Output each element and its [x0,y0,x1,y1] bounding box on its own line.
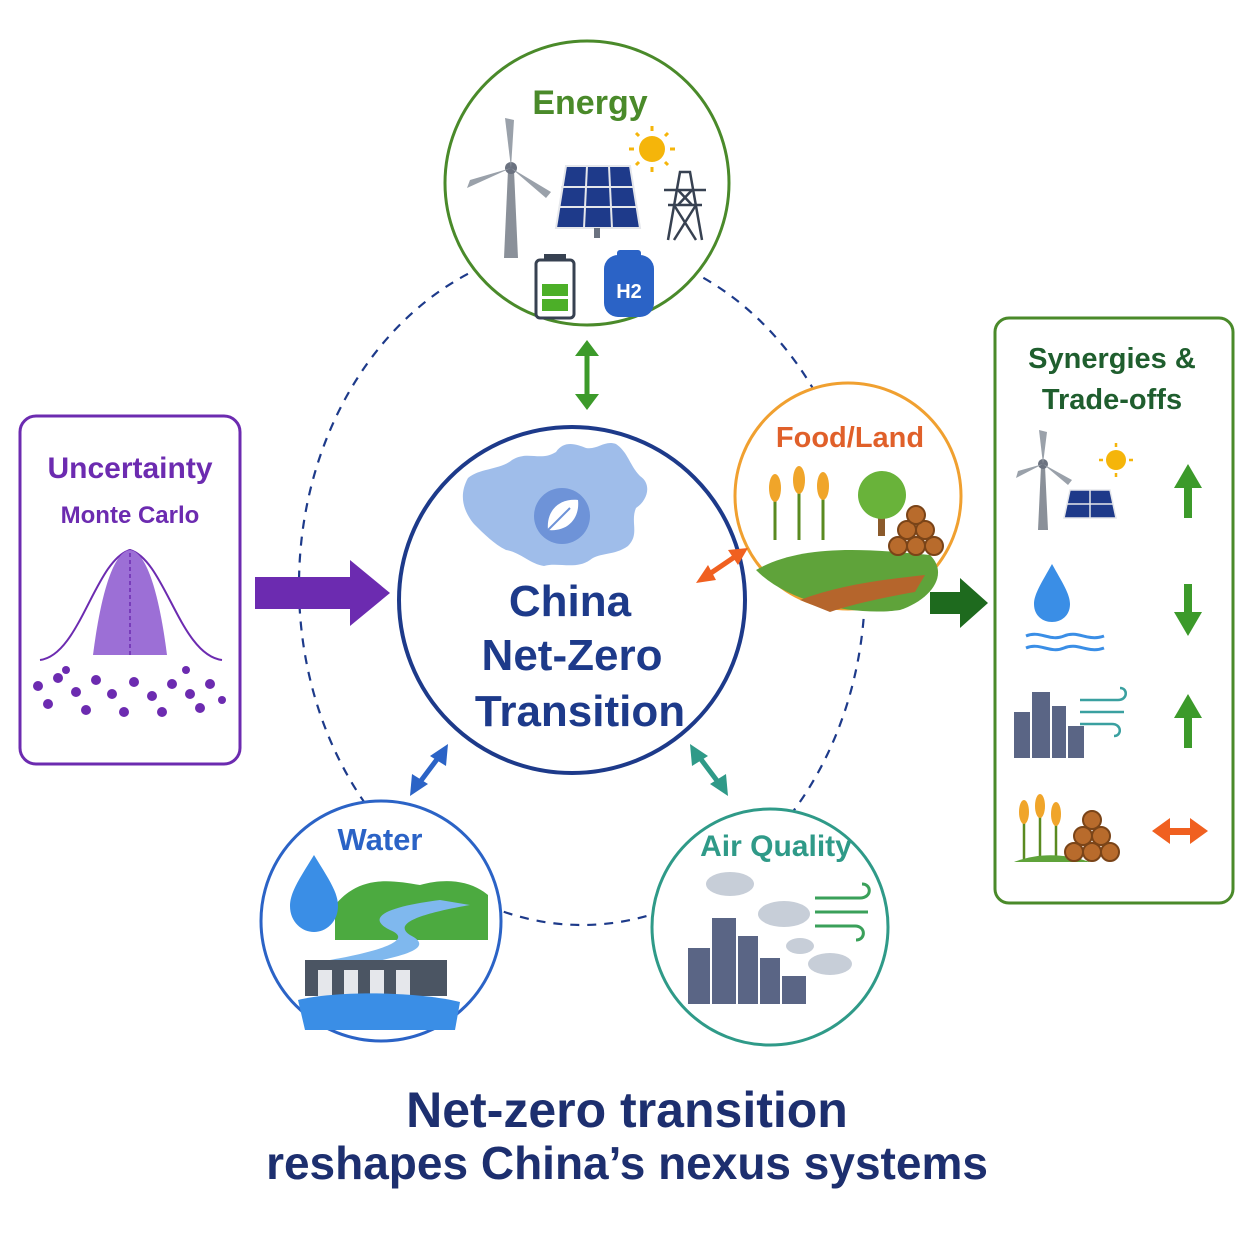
dam-icon [298,960,460,1030]
decrease-arrow-icon [1174,584,1202,636]
energy-link-arrow [575,340,599,410]
caption-line1: Net-zero transition [406,1082,848,1138]
caption-line2: reshapes China’s nexus systems [266,1137,988,1189]
farmland-icon [756,550,939,612]
water-label: Water [338,822,423,857]
air-link-arrow [690,744,728,796]
transmission-tower-icon [664,170,706,241]
center-title-line3: Transition [475,687,685,736]
water-link-arrow [410,744,448,796]
uncertainty-title: Uncertainty [47,452,212,485]
logs-icon [888,505,944,556]
caption: Net-zero transition reshapes China’s nex… [0,1082,1254,1190]
synergies-title-line1: Synergies & [1028,343,1196,375]
synergy-food-land-icon [1014,794,1120,862]
solar-panel-icon [554,165,642,238]
increase-arrow-icon-air [1174,694,1202,748]
water-drop-icon [290,855,338,932]
distribution-curve-icon [39,548,223,661]
center-title-line1: China [509,577,632,626]
food-link-arrow [696,548,748,583]
water-node: Water [259,799,503,1043]
city-buildings-icon [688,918,806,1004]
food-land-label: Food/Land [776,422,924,454]
air-quality-label: Air Quality [700,830,852,863]
sun-icon [629,126,675,172]
tradeoff-arrow-icon [1152,818,1208,844]
uncertainty-panel: Uncertainty Monte Carlo [18,414,242,766]
increase-arrow-icon [1174,464,1202,518]
food-land-node: Food/Land [733,381,963,612]
uncertainty-subtitle: Monte Carlo [61,502,200,529]
synergy-air-icon [1014,686,1127,758]
wind-turbine-icon [467,118,551,258]
center-title-line2: Net-Zero [482,631,663,680]
uncertainty-arrow [255,560,390,626]
energy-node: Energy [443,39,731,327]
wheat-icon [769,466,829,540]
monte-carlo-dots-icon [33,666,226,717]
synergy-energy-icon [1016,430,1133,530]
river-icon [330,900,470,965]
synergies-title-line2: Trade-offs [1042,384,1182,416]
leaf-icon [534,488,590,544]
hydrogen-tank-icon: H2 [604,250,654,317]
energy-label: Energy [532,84,647,122]
synergy-water-icon [1025,564,1105,652]
air-quality-node: Air Quality [650,807,890,1047]
synergies-panel: Synergies & Trade-offs [993,316,1235,905]
clouds-icon [706,872,852,975]
synergies-arrow [930,578,988,628]
wind-gust-icon [815,882,871,942]
tree-icon [858,471,906,536]
battery-icon [534,254,576,320]
center-node: China Net-Zero Transition [397,425,747,775]
hydrogen-label: H2 [616,281,642,303]
